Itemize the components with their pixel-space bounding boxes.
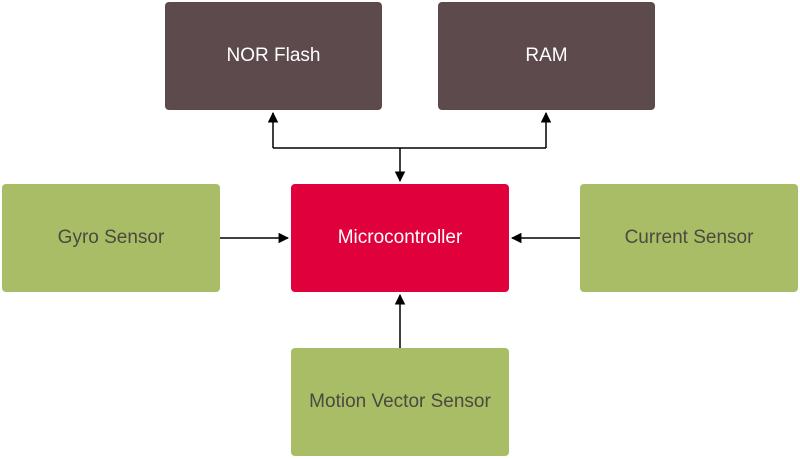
nor-flash-block: NOR Flash [165, 2, 382, 110]
gyro-sensor-block: Gyro Sensor [2, 184, 220, 292]
motion-vector-sensor-label: Motion Vector Sensor [309, 391, 491, 412]
current-sensor-label: Current Sensor [624, 227, 754, 248]
microcontroller-label: Microcontroller [337, 227, 463, 248]
motion-vector-sensor-block: Motion Vector Sensor [291, 348, 509, 456]
microcontroller-block: Microcontroller [291, 184, 509, 292]
nor-flash-label: NOR Flash [226, 45, 321, 66]
ram-label: RAM [525, 45, 568, 66]
gyro-sensor-label: Gyro Sensor [57, 227, 165, 248]
ram-block: RAM [438, 2, 655, 110]
current-sensor-block: Current Sensor [580, 184, 798, 292]
